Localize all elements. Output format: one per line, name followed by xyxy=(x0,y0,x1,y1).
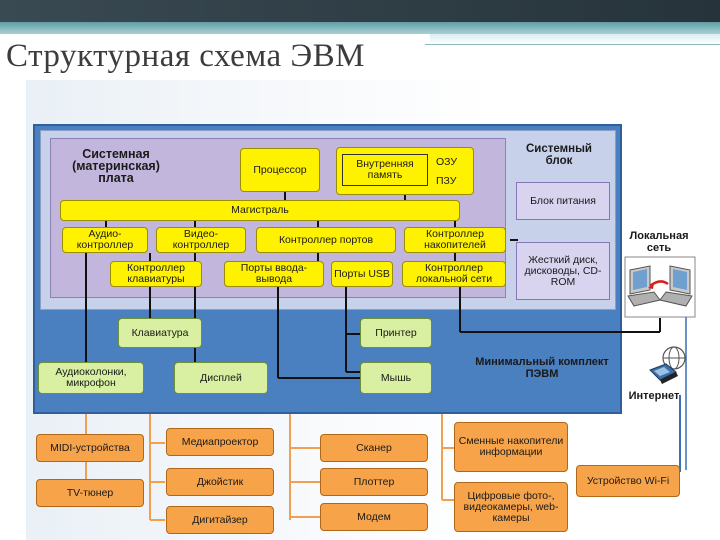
scanner-box: Сканер xyxy=(320,434,428,462)
network-computers-icon xyxy=(624,256,696,318)
tv-tuner-box: TV-тюнер xyxy=(36,479,144,507)
internet-label: Интернет xyxy=(628,390,680,402)
io-ports: Порты ввода-вывода xyxy=(224,261,324,287)
system-bus: Магистраль xyxy=(60,200,460,221)
projector-box: Медиапроектор xyxy=(166,428,274,456)
keyboard-controller: Контроллер клавиатуры xyxy=(110,261,202,287)
local-network-label: Локальная сеть xyxy=(629,230,689,254)
hard-drive-box: Жесткий диск, дисководы, CD-ROM xyxy=(516,242,610,300)
internet-globe-icon xyxy=(649,346,686,384)
digitizer-box: Дигитайзер xyxy=(166,506,274,534)
mouse-box: Мышь xyxy=(360,362,432,394)
system-unit-label: Системный блок xyxy=(526,143,592,167)
port-controller: Контроллер портов xyxy=(256,227,396,253)
modem-box: Модем xyxy=(320,503,428,531)
minimal-pc-label: Минимальный комплект ПЭВМ xyxy=(475,356,609,380)
slide-accent-band xyxy=(0,22,720,34)
power-supply-box: Блок питания xyxy=(516,182,610,220)
plotter-box: Плоттер xyxy=(320,468,428,496)
cameras-box: Цифровые фото-, видеокамеры, web-камеры xyxy=(454,482,568,532)
cpu-box: Процессор xyxy=(240,148,320,192)
audio-controller: Аудио-контроллер xyxy=(62,227,148,253)
video-controller: Видео-контроллер xyxy=(156,227,246,253)
usb-ports: Порты USB xyxy=(331,261,393,287)
ram-label: ОЗУ xyxy=(436,156,458,168)
lan-controller: Контроллер локальной сети xyxy=(402,261,506,287)
slide-title: Структурная схема ЭВМ xyxy=(6,38,366,74)
storage-controller: Контроллер накопителей xyxy=(404,227,506,253)
wifi-box: Устройство Wi-Fi xyxy=(576,465,680,497)
title-rule xyxy=(425,44,720,45)
slide-light-band xyxy=(430,34,720,44)
removable-storage-box: Сменные накопители информации xyxy=(454,422,568,472)
motherboard-label: Системная (материнская) плата xyxy=(72,147,160,185)
midi-box: MIDI-устройства xyxy=(36,434,144,462)
joystick-box: Джойстик xyxy=(166,468,274,496)
speakers-box: Аудиоколонки, микрофон xyxy=(38,362,144,394)
display-box: Дисплей xyxy=(174,362,268,394)
rom-label: ПЗУ xyxy=(436,175,457,187)
internal-memory-label: Внутренняя память xyxy=(342,154,428,186)
printer-box: Принтер xyxy=(360,318,432,348)
keyboard-box: Клавиатура xyxy=(118,318,202,348)
slide-top-bar xyxy=(0,0,720,22)
